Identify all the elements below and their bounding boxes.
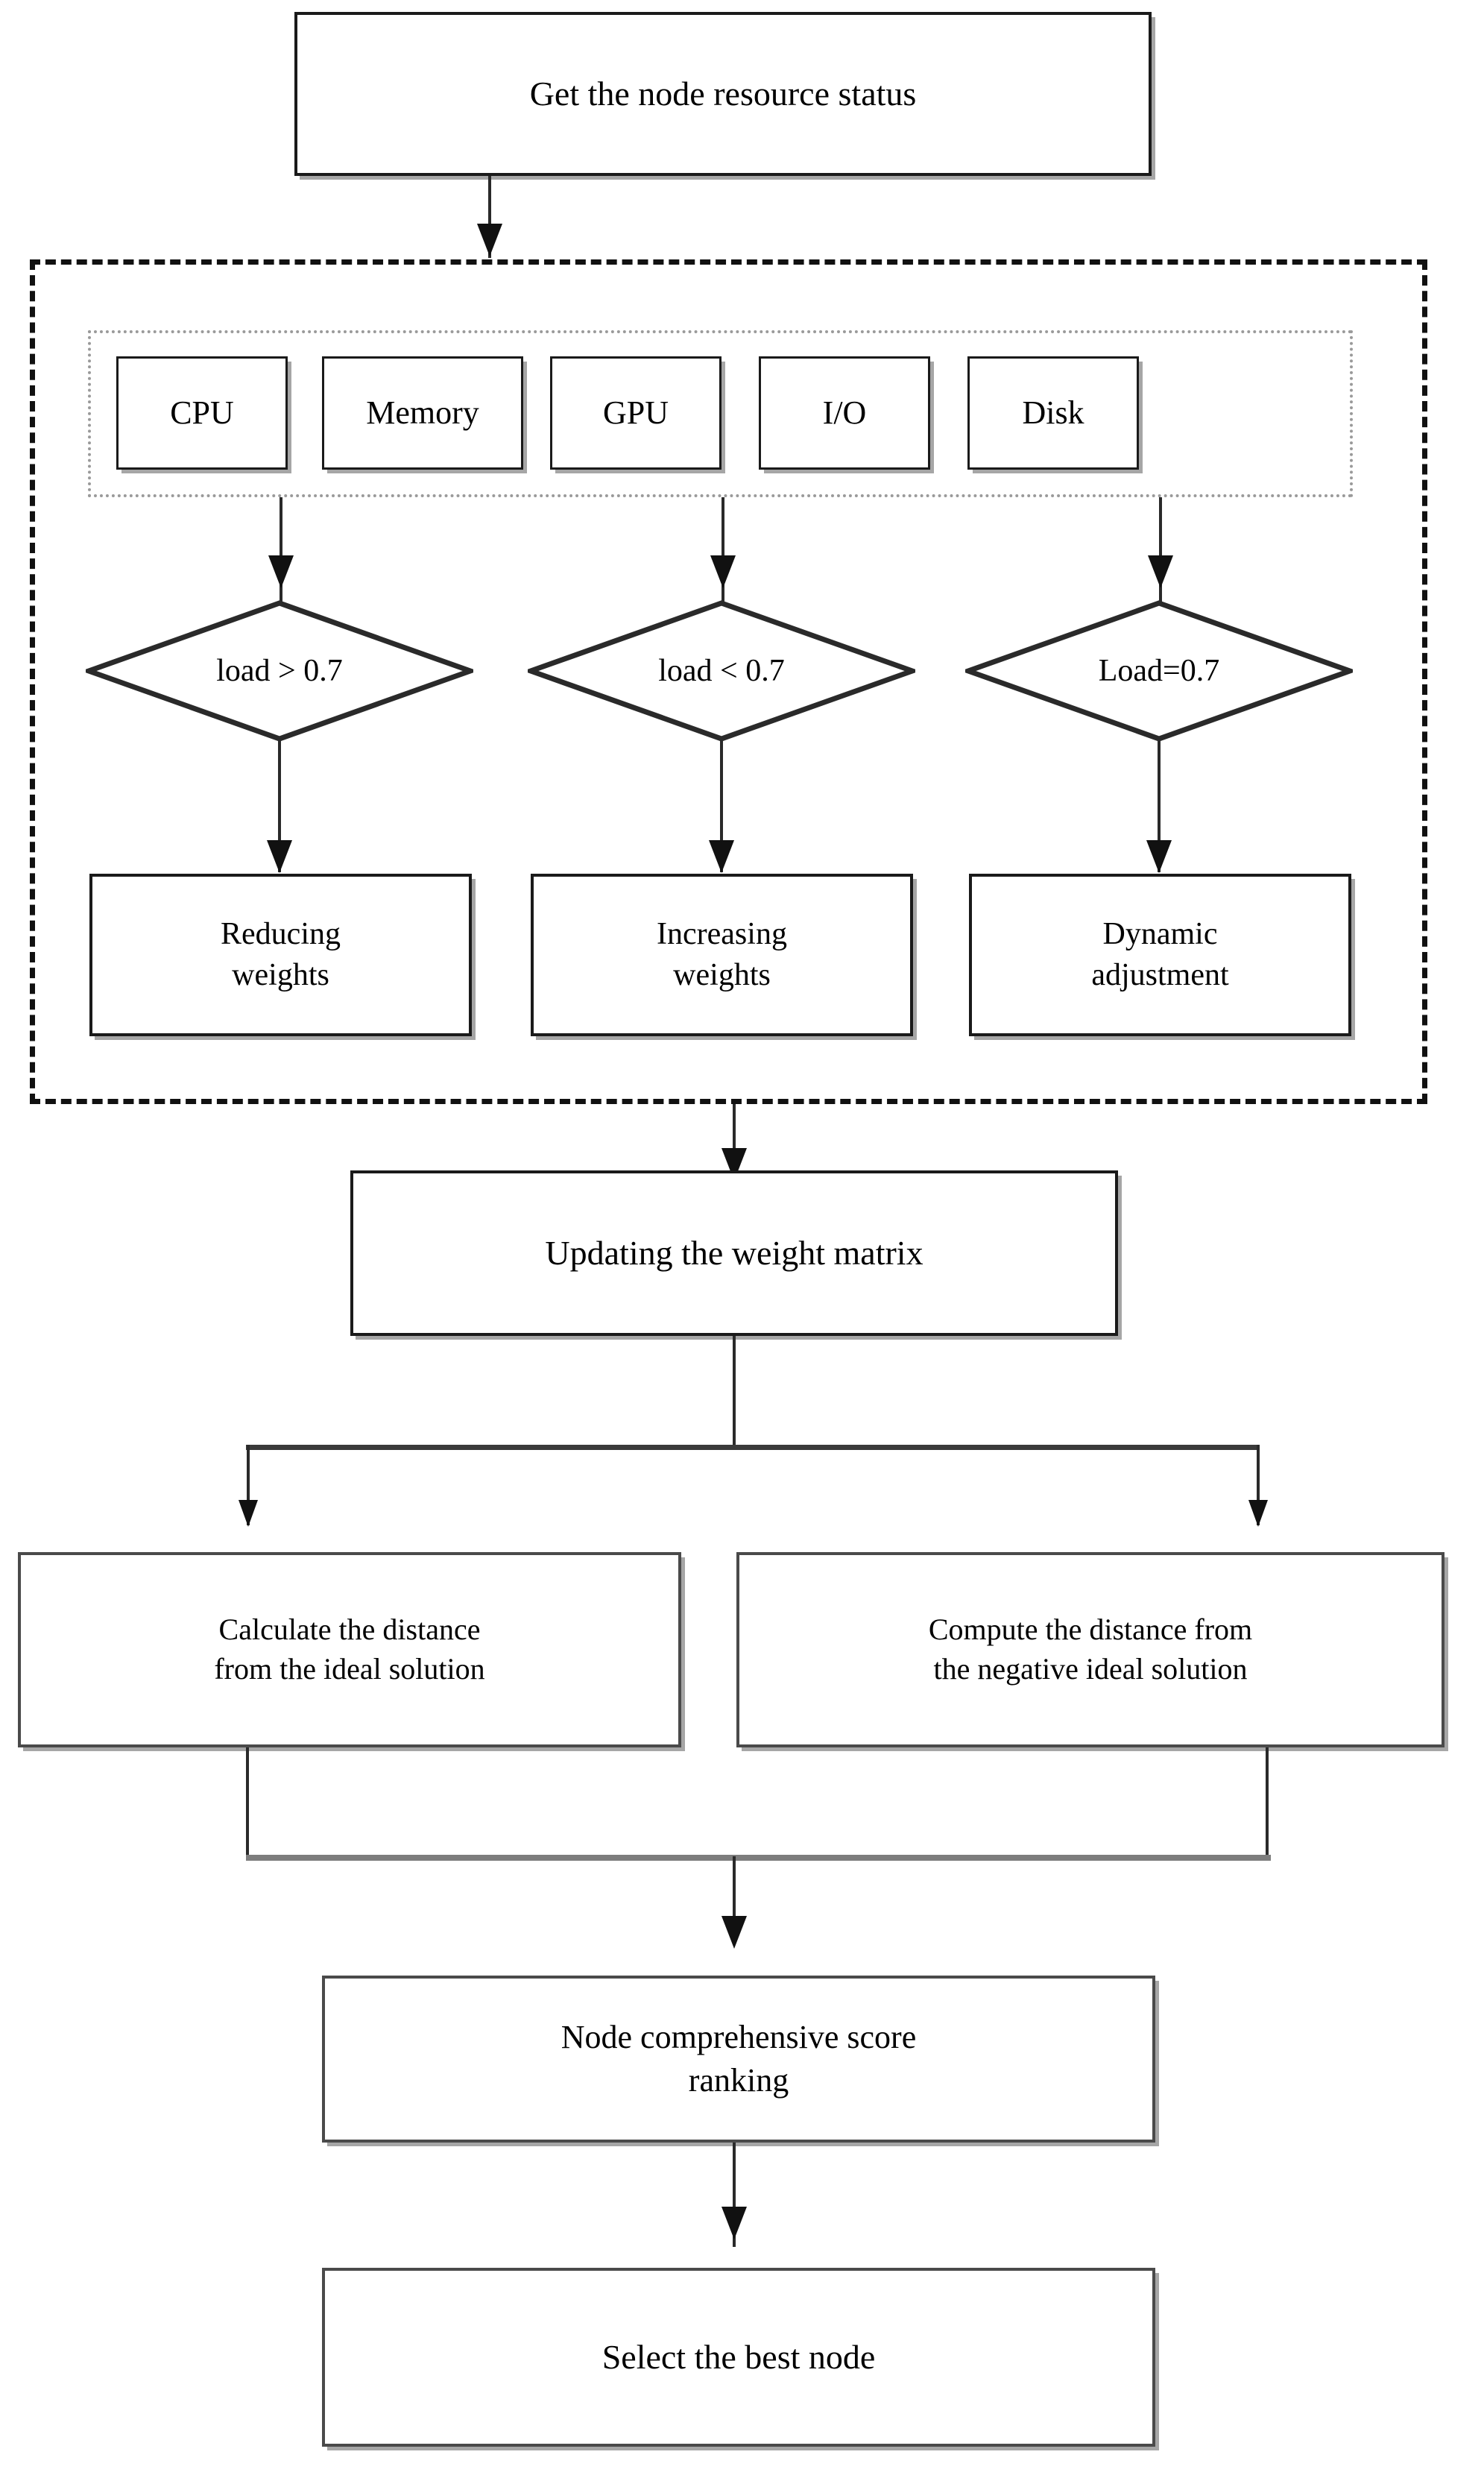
decision-label-2: load < 0.7 bbox=[658, 654, 785, 688]
arrowhead-ranking-to-final bbox=[722, 2207, 747, 2239]
connector-disk-to-decision3 bbox=[1159, 497, 1162, 609]
action-label-dynamic-line2: adjustment bbox=[1091, 958, 1229, 992]
arrowhead-start-to-group bbox=[477, 224, 502, 256]
resource-label-cpu: CPU bbox=[170, 394, 234, 431]
score-ranking-line1: Node comprehensive score bbox=[561, 2018, 917, 2055]
arrowhead-gpu-to-decision2 bbox=[710, 555, 736, 588]
connector-decision1-to-action1 bbox=[278, 738, 281, 872]
decision-load-equal[interactable]: Load=0.7 bbox=[965, 600, 1353, 742]
resource-box-disk[interactable]: Disk bbox=[967, 356, 1139, 470]
arrowhead-branch-left bbox=[239, 1500, 258, 1527]
distance-ideal-line2: from the ideal solution bbox=[214, 1652, 485, 1686]
action-box-dynamic-adjustment[interactable]: Dynamic adjustment bbox=[969, 874, 1351, 1036]
distance-ideal-line1: Calculate the distance bbox=[218, 1613, 481, 1647]
arrowhead-disk-to-decision3 bbox=[1148, 555, 1173, 588]
start-box-label: Get the node resource status bbox=[529, 74, 917, 113]
update-weight-matrix-box[interactable]: Updating the weight matrix bbox=[350, 1170, 1118, 1336]
resource-label-memory: Memory bbox=[366, 394, 479, 431]
arrowhead-cpu-to-decision1 bbox=[268, 555, 294, 588]
connector-update-down bbox=[733, 1336, 736, 1448]
resource-label-disk: Disk bbox=[1022, 394, 1084, 431]
connector-branch-right bbox=[1257, 1445, 1260, 1525]
select-best-node-box[interactable]: Select the best node bbox=[322, 2268, 1155, 2447]
score-ranking-line2: ranking bbox=[688, 2062, 789, 2099]
decision-load-greater[interactable]: load > 0.7 bbox=[86, 600, 473, 742]
resource-label-gpu: GPU bbox=[602, 394, 669, 431]
connector-ranking-to-final bbox=[733, 2143, 736, 2247]
arrowhead-merge-to-ranking bbox=[722, 1916, 747, 1949]
decision-label-3: Load=0.7 bbox=[1098, 654, 1220, 688]
resource-box-gpu[interactable]: GPU bbox=[550, 356, 722, 470]
connector-decision2-to-action2 bbox=[720, 738, 723, 872]
connector-group-to-update bbox=[733, 1104, 736, 1182]
weight-adjust-group bbox=[30, 259, 1427, 1104]
resource-label-io: I/O bbox=[822, 394, 867, 431]
resource-box-io[interactable]: I/O bbox=[759, 356, 930, 470]
branch-bar-distance bbox=[246, 1445, 1260, 1450]
merge-bar-ranking bbox=[246, 1855, 1271, 1861]
distance-negative-line2: the negative ideal solution bbox=[933, 1652, 1248, 1686]
connector-branch-left bbox=[247, 1445, 250, 1525]
distance-negative-ideal-box[interactable]: Compute the distance from the negative i… bbox=[736, 1552, 1444, 1747]
resource-box-cpu[interactable]: CPU bbox=[116, 356, 288, 470]
action-label-reducing-line1: Reducing bbox=[221, 916, 341, 951]
connector-cpu-to-decision1 bbox=[280, 497, 282, 609]
arrowhead-decision2-to-action2 bbox=[709, 840, 734, 873]
score-ranking-box[interactable]: Node comprehensive score ranking bbox=[322, 1976, 1155, 2143]
resource-group-container bbox=[88, 330, 1353, 497]
action-label-reducing-line2: weights bbox=[232, 958, 329, 992]
connector-merge-to-ranking bbox=[733, 1856, 736, 1944]
action-label-increasing-line2: weights bbox=[673, 958, 771, 992]
decision-load-less[interactable]: load < 0.7 bbox=[528, 600, 915, 742]
connector-decision3-to-action3 bbox=[1158, 738, 1161, 872]
connector-merge-right bbox=[1266, 1747, 1269, 1859]
action-box-increasing-weights[interactable]: Increasing weights bbox=[531, 874, 913, 1036]
connector-merge-left bbox=[246, 1747, 249, 1859]
distance-ideal-box[interactable]: Calculate the distance from the ideal so… bbox=[18, 1552, 681, 1747]
arrowhead-decision3-to-action3 bbox=[1146, 840, 1172, 873]
arrowhead-decision1-to-action1 bbox=[267, 840, 292, 873]
decision-label-1: load > 0.7 bbox=[216, 654, 343, 688]
start-box[interactable]: Get the node resource status bbox=[294, 12, 1152, 176]
select-best-node-label: Select the best node bbox=[602, 2337, 876, 2376]
arrowhead-branch-right bbox=[1248, 1500, 1268, 1527]
update-weight-matrix-label: Updating the weight matrix bbox=[545, 1233, 923, 1272]
action-box-reducing-weights[interactable]: Reducing weights bbox=[89, 874, 472, 1036]
connector-gpu-to-decision2 bbox=[722, 497, 724, 609]
resource-box-memory[interactable]: Memory bbox=[322, 356, 523, 470]
action-label-dynamic-line1: Dynamic bbox=[1102, 916, 1218, 951]
distance-negative-line1: Compute the distance from bbox=[928, 1613, 1253, 1647]
action-label-increasing-line1: Increasing bbox=[657, 916, 787, 951]
connector-start-to-group bbox=[488, 176, 491, 258]
